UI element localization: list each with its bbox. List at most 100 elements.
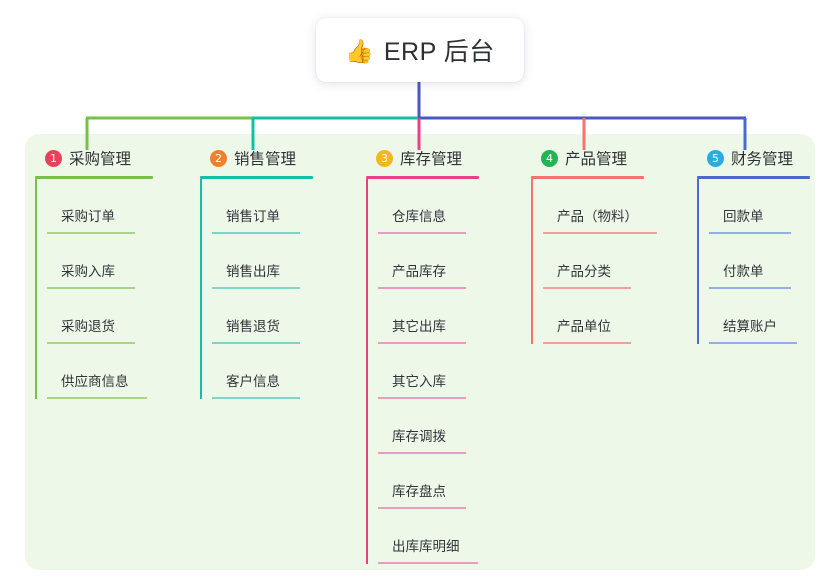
leaf-label: 产品分类: [557, 264, 611, 279]
leaf-label: 销售订单: [226, 209, 280, 224]
leaf-spine: [366, 179, 368, 564]
leaf-rule: [212, 342, 300, 344]
leaf-rule: [212, 232, 300, 234]
leaf-item[interactable]: 销售订单: [212, 179, 350, 234]
number-badge-icon: 1: [45, 149, 62, 167]
thumbs-up-icon: 👍: [345, 37, 374, 64]
leaf-rule: [378, 452, 466, 454]
leaf-label: 回款单: [723, 209, 764, 224]
leaf-label: 结算账户: [723, 319, 777, 334]
leaf-rule: [378, 342, 466, 344]
leaf-item[interactable]: 产品分类: [543, 234, 681, 289]
number-badge-icon: 2: [210, 149, 227, 167]
leaf-rule: [378, 562, 478, 564]
leaf-label: 库存盘点: [392, 484, 446, 499]
leaf-item[interactable]: 库存盘点: [378, 454, 516, 509]
number-badge-icon: 4: [541, 149, 558, 167]
column-2: 2 销售管理销售订单销售出库销售退货客户信息: [200, 146, 350, 399]
leaf-list: 销售订单销售出库销售退货客户信息: [200, 179, 350, 399]
leaf-label: 销售退货: [226, 319, 280, 334]
leaf-label: 采购退货: [61, 319, 115, 334]
column-4: 4 产品管理产品（物料） 产品分类产品单位: [531, 146, 681, 344]
leaf-rule: [47, 287, 135, 289]
column-1: 1 采购管理采购订单采购入库采购退货供应商信息: [35, 146, 185, 399]
leaf-label: 库存调拨: [392, 429, 446, 444]
leaf-spine: [531, 179, 533, 344]
leaf-list: 采购订单采购入库采购退货供应商信息: [35, 179, 185, 399]
leaf-list: 产品（物料） 产品分类产品单位: [531, 179, 681, 344]
leaf-item[interactable]: 产品（物料）: [543, 179, 681, 234]
leaf-rule: [212, 397, 300, 399]
leaf-item[interactable]: 其它入库: [378, 344, 516, 399]
leaf-label: 付款单: [723, 264, 764, 279]
column-title: 产品管理: [565, 151, 628, 168]
leaf-item[interactable]: 采购订单: [47, 179, 185, 234]
column-header-rule: [200, 176, 313, 179]
leaf-label: 其它入库: [392, 374, 446, 389]
leaf-label: 仓库信息: [392, 209, 446, 224]
leaf-label: 供应商信息: [61, 374, 129, 389]
leaf-rule: [543, 232, 657, 234]
column-header-5[interactable]: 5 财务管理: [697, 146, 839, 170]
column-title: 销售管理: [234, 151, 297, 168]
leaf-rule: [378, 397, 466, 399]
number-badge-icon: 3: [376, 149, 393, 167]
leaf-list: 回款单付款单结算账户: [697, 179, 839, 344]
leaf-label: 客户信息: [226, 374, 280, 389]
leaf-label: 出库库明细: [392, 539, 460, 554]
column-header-rule: [697, 176, 810, 179]
leaf-spine: [200, 179, 202, 399]
leaf-rule: [47, 342, 135, 344]
column-header-2[interactable]: 2 销售管理: [200, 146, 350, 170]
leaf-item[interactable]: 出库库明细: [378, 509, 516, 564]
leaf-list: 仓库信息产品库存其它出库其它入库库存调拨库存盘点出库库明细: [366, 179, 516, 564]
column-title: 采购管理: [69, 151, 132, 168]
leaf-rule: [543, 342, 631, 344]
leaf-spine: [35, 179, 37, 399]
leaf-item[interactable]: 其它出库: [378, 289, 516, 344]
column-header-rule: [35, 176, 153, 179]
leaf-item[interactable]: 销售退货: [212, 289, 350, 344]
leaf-label: 产品（物料）: [557, 209, 638, 224]
leaf-item[interactable]: 采购退货: [47, 289, 185, 344]
root-title: ERP 后台: [383, 38, 495, 66]
departments-panel: [25, 134, 815, 570]
column-5: 5 财务管理回款单付款单结算账户: [697, 146, 839, 344]
column-header-rule: [366, 176, 479, 179]
leaf-item[interactable]: 回款单: [709, 179, 839, 234]
root-node[interactable]: 👍 ERP 后台: [316, 18, 524, 82]
leaf-label: 销售出库: [226, 264, 280, 279]
leaf-rule: [212, 287, 300, 289]
leaf-item[interactable]: 客户信息: [212, 344, 350, 399]
leaf-item[interactable]: 产品单位: [543, 289, 681, 344]
leaf-item[interactable]: 仓库信息: [378, 179, 516, 234]
leaf-rule: [709, 342, 797, 344]
leaf-item[interactable]: 采购入库: [47, 234, 185, 289]
leaf-rule: [378, 287, 466, 289]
leaf-rule: [378, 507, 466, 509]
column-header-4[interactable]: 4 产品管理: [531, 146, 681, 170]
leaf-rule: [47, 232, 135, 234]
column-title: 财务管理: [731, 151, 794, 168]
leaf-item[interactable]: 付款单: [709, 234, 839, 289]
leaf-label: 产品库存: [392, 264, 446, 279]
column-header-1[interactable]: 1 采购管理: [35, 146, 185, 170]
leaf-item[interactable]: 销售出库: [212, 234, 350, 289]
leaf-label: 采购订单: [61, 209, 115, 224]
leaf-spine: [697, 179, 699, 344]
leaf-rule: [709, 287, 791, 289]
leaf-item[interactable]: 结算账户: [709, 289, 839, 344]
leaf-item[interactable]: 库存调拨: [378, 399, 516, 454]
leaf-rule: [378, 232, 466, 234]
leaf-label: 产品单位: [557, 319, 611, 334]
leaf-rule: [709, 232, 791, 234]
number-badge-icon: 5: [707, 149, 724, 167]
leaf-rule: [543, 287, 631, 289]
leaf-item[interactable]: 产品库存: [378, 234, 516, 289]
leaf-label: 其它出库: [392, 319, 446, 334]
leaf-item[interactable]: 供应商信息: [47, 344, 185, 399]
leaf-label: 采购入库: [61, 264, 115, 279]
